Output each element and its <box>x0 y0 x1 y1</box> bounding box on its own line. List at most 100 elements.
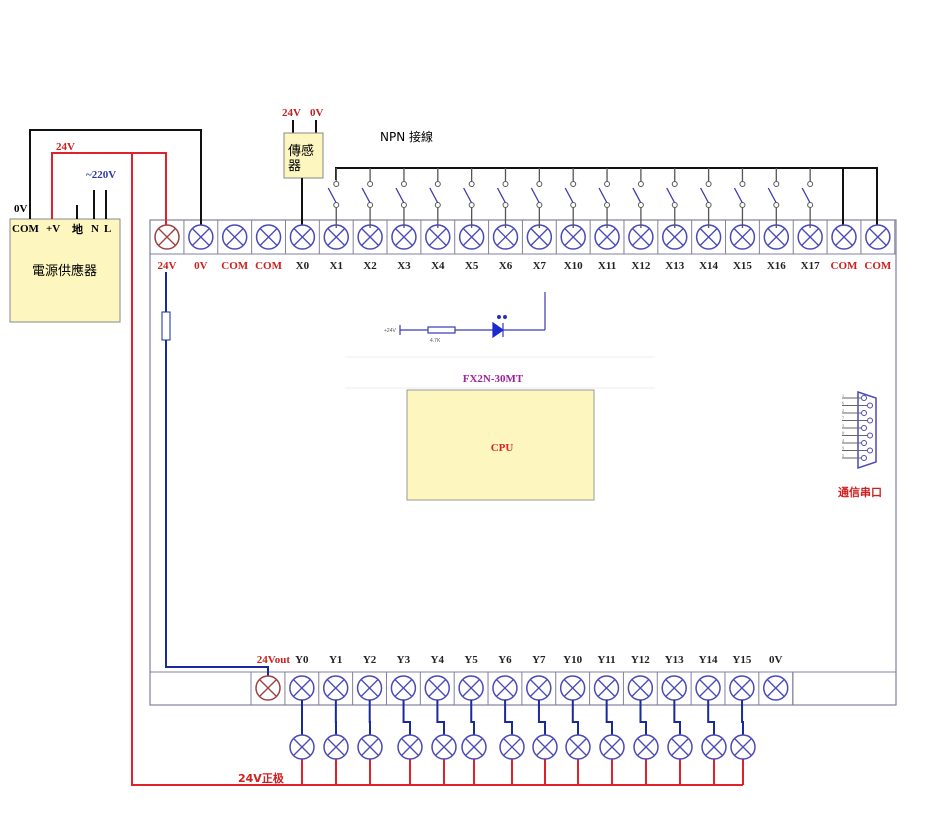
output-terminal-y1[interactable] <box>322 675 349 701</box>
input-terminal-com[interactable] <box>831 224 857 250</box>
input-terminal-x16[interactable] <box>763 224 790 250</box>
lamp-icon[interactable] <box>323 734 349 760</box>
input-terminal-x11[interactable] <box>594 224 620 250</box>
input-terminal-0v[interactable] <box>188 224 214 250</box>
input-terminal-x0[interactable] <box>289 224 316 250</box>
input-switch <box>361 168 374 228</box>
input-switch <box>429 168 441 228</box>
pin <box>861 440 867 446</box>
lamp-icon[interactable] <box>565 734 591 760</box>
input-terminal-x15[interactable] <box>729 224 756 250</box>
pin <box>867 447 873 454</box>
input-terminal-x7[interactable] <box>526 224 553 250</box>
output-terminal-label: Y10 <box>563 654 582 666</box>
output-lamp <box>357 700 383 785</box>
input-terminal-x4[interactable] <box>425 224 451 250</box>
serial-port-label: 通信串口 <box>838 485 882 499</box>
input-terminal-label: X10 <box>564 260 583 272</box>
output-terminal-y3[interactable] <box>390 675 417 701</box>
output-lamp <box>701 700 727 785</box>
input-switch <box>530 168 543 228</box>
lamp-icon[interactable] <box>431 734 457 760</box>
output-lamp <box>461 700 487 785</box>
input-terminal-x14[interactable] <box>695 224 722 250</box>
pin-number: 3 <box>842 423 844 428</box>
input-switch <box>463 168 475 228</box>
lamp-icon[interactable] <box>357 734 383 760</box>
input-terminal-x13[interactable] <box>662 224 688 250</box>
input-terminal-label: X4 <box>431 260 445 272</box>
output-terminal-y15[interactable] <box>729 675 755 701</box>
output-lamp <box>431 700 457 785</box>
input-terminal-x1[interactable] <box>323 224 349 250</box>
lamp-icon[interactable] <box>397 734 423 760</box>
sensor-title: 傳感器 <box>288 143 314 174</box>
pin-number: 1 <box>842 393 844 398</box>
output-terminal-label: Y12 <box>631 654 650 666</box>
output-terminal-y4[interactable] <box>424 675 450 701</box>
lamp-icon[interactable] <box>289 734 315 760</box>
sensor-24v-label: 24V <box>282 107 301 119</box>
sensor-0v-label: 0V <box>310 107 324 119</box>
output-terminal-0v[interactable] <box>763 675 789 701</box>
input-switch <box>666 168 678 228</box>
output-terminal-y12[interactable] <box>627 675 654 701</box>
input-terminal-x5[interactable] <box>458 224 485 250</box>
power-supply-title: 電源供應器 <box>32 263 97 279</box>
lamp-icon[interactable] <box>701 734 727 760</box>
output-terminal-y6[interactable] <box>492 675 518 701</box>
lamp-icon[interactable] <box>730 734 756 760</box>
output-terminal-y11[interactable] <box>593 675 620 701</box>
input-terminal-x3[interactable] <box>391 224 417 250</box>
lamp-icon[interactable] <box>499 734 525 760</box>
output-lamp <box>532 700 558 785</box>
lamp-icon[interactable] <box>633 734 659 760</box>
lamp-icon[interactable] <box>667 734 693 760</box>
input-led-circuit <box>399 292 546 339</box>
output-terminal-y2[interactable] <box>356 675 383 701</box>
cpu-box <box>406 389 595 501</box>
output-terminal-label: Y14 <box>699 654 718 666</box>
output-terminal-label: Y1 <box>329 654 342 666</box>
v24-label: 24V <box>56 141 75 153</box>
input-terminal-com[interactable] <box>255 224 282 250</box>
ps-terminal-n: N <box>91 223 99 235</box>
input-terminal-label: X2 <box>363 260 377 272</box>
output-terminal-label: Y4 <box>431 654 445 666</box>
input-switch <box>564 168 577 228</box>
input-terminal-x10[interactable] <box>560 224 586 250</box>
output-terminal-y7[interactable] <box>526 675 552 701</box>
input-terminal-x17[interactable] <box>797 224 823 250</box>
input-terminal-label: COM <box>864 260 892 272</box>
output-terminal-24vout[interactable] <box>255 675 281 701</box>
cpu-label: CPU <box>491 442 514 454</box>
pin-number: 4 <box>842 438 844 443</box>
output-terminal-y0[interactable] <box>289 675 315 701</box>
output-terminal-y10[interactable] <box>559 675 586 701</box>
input-switch <box>632 168 644 228</box>
resistor-label: 4.7K <box>430 338 441 344</box>
input-switch <box>700 168 712 228</box>
lamp-icon[interactable] <box>599 734 625 760</box>
input-terminal-com[interactable] <box>221 224 248 250</box>
output-lamp <box>499 700 525 785</box>
output-terminal-label: 0V <box>769 654 783 666</box>
input-terminal-x6[interactable] <box>492 224 519 250</box>
input-terminal-label: COM <box>255 260 283 272</box>
input-terminal-label: X1 <box>330 260 343 272</box>
led-supply-label: +24V <box>384 328 396 334</box>
output-terminal-y13[interactable] <box>661 675 687 701</box>
ps-terminal-plusv: +V <box>46 223 60 235</box>
output-terminal-y14[interactable] <box>695 675 721 701</box>
input-terminal-label: X5 <box>465 260 479 272</box>
output-terminal-y5[interactable] <box>458 675 484 701</box>
input-terminal-x12[interactable] <box>628 224 654 250</box>
input-terminal-x2[interactable] <box>357 224 383 250</box>
input-terminal-24v[interactable] <box>154 224 180 250</box>
lamp-icon[interactable] <box>532 734 558 760</box>
input-terminal-com[interactable] <box>865 224 891 250</box>
ov-label: 0V <box>14 203 28 215</box>
lamp-icon[interactable] <box>461 734 487 760</box>
